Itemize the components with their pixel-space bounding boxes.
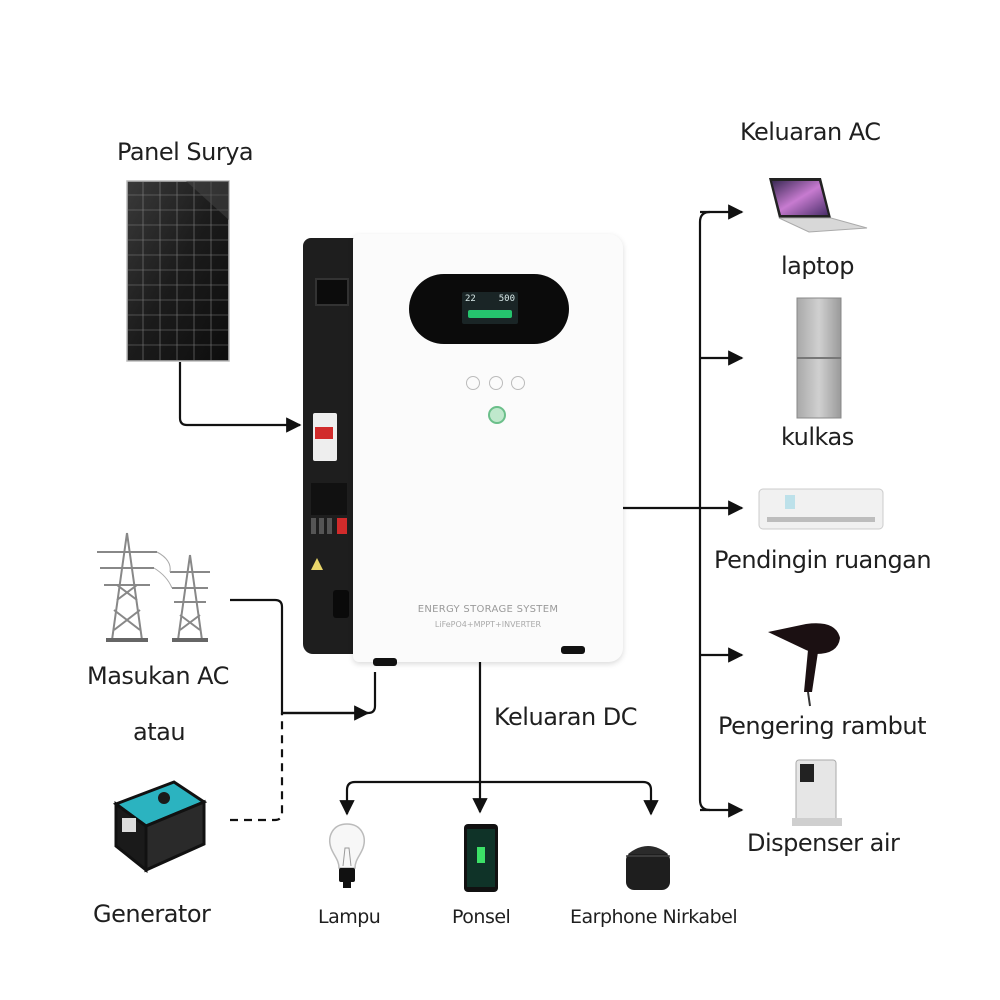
dc-item-label: Earphone Nirkabel (570, 906, 738, 928)
ac-item-label: Dispenser air (747, 829, 900, 857)
indicator-icon (489, 376, 503, 390)
generator-icon (112, 780, 208, 874)
lcd-screen: 22 500 (462, 292, 518, 324)
light-bulb-icon (329, 823, 365, 888)
wireless-earbuds-icon (626, 846, 670, 890)
indicator-icon (466, 376, 480, 390)
dc-item-label: Ponsel (452, 906, 511, 928)
hair-dryer-icon (768, 623, 840, 707)
power-tower-icon (97, 532, 210, 642)
grid-input-label: Masukan AC (87, 662, 229, 690)
laptop-icon (769, 178, 868, 233)
device-subtitle: LiFePO4+MPPT+INVERTER (434, 620, 542, 629)
indicator-icon (511, 376, 525, 390)
ac-socket (333, 590, 349, 618)
air-conditioner-icon (758, 488, 884, 530)
dc-item-label: Lampu (318, 906, 381, 928)
power-button[interactable] (488, 406, 506, 424)
ac-item-label: kulkas (781, 423, 854, 451)
solar-panel-icon (126, 180, 230, 362)
ac-item-label: Pendingin ruangan (714, 546, 932, 574)
breaker-switch (313, 413, 337, 461)
ac-output-heading: Keluaran AC (740, 118, 881, 146)
or-label: atau (133, 718, 186, 746)
grid-connector (230, 598, 370, 721)
device-title: ENERGY STORAGE SYSTEM (417, 604, 559, 615)
smartphone-icon (464, 824, 498, 892)
display-bezel: 22 500 (409, 274, 569, 344)
side-panel (303, 238, 355, 654)
generator-label: Generator (93, 900, 211, 928)
lcd-left-value: 22 (465, 294, 476, 304)
water-dispenser-icon (792, 759, 842, 826)
solar-panel-label: Panel Surya (117, 138, 254, 166)
generator-connector (230, 713, 284, 822)
switch-row (311, 518, 347, 538)
warning-icon (311, 558, 323, 570)
ac-item-label: laptop (781, 252, 854, 280)
refrigerator-icon (796, 297, 842, 419)
dc-output-heading: Keluaran DC (494, 703, 638, 731)
solar-connector (178, 362, 302, 433)
lcd-right-value: 500 (498, 294, 515, 304)
ac-item-label: Pengering rambut (718, 712, 927, 740)
port-block (311, 483, 347, 515)
energy-storage-unit: 22 500 ENERGY STORAGE SYSTEM LiFePO4+MPP… (303, 234, 623, 666)
front-panel: 22 500 ENERGY STORAGE SYSTEM LiFePO4+MPP… (353, 234, 623, 662)
